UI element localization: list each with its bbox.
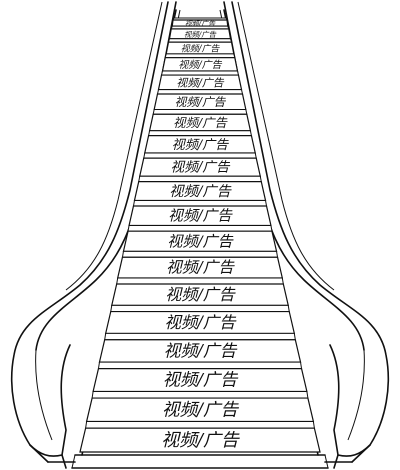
step-tread bbox=[116, 277, 284, 285]
step-tread bbox=[152, 109, 248, 115]
step-tread bbox=[121, 250, 279, 258]
step-group: 视频/广告视频/广告视频/广告视频/广告视频/广告视频/广告视频/广告视频/广告… bbox=[79, 17, 321, 453]
step-label: 视频/广告 bbox=[173, 115, 228, 130]
step-label: 视频/广告 bbox=[164, 340, 238, 360]
step-tread bbox=[138, 175, 262, 183]
bottom-comb-plate bbox=[71, 454, 329, 469]
step-label: 视频/广告 bbox=[166, 259, 235, 277]
step-tread bbox=[97, 361, 303, 370]
step-label: 视频/广告 bbox=[168, 208, 233, 225]
step-tread bbox=[104, 332, 296, 341]
step-tread bbox=[156, 89, 244, 95]
step-tread bbox=[132, 199, 268, 207]
step-label: 视频/广告 bbox=[163, 371, 239, 391]
step-riser bbox=[79, 427, 321, 453]
step-tread bbox=[143, 152, 257, 159]
step-tread bbox=[85, 420, 315, 429]
step-label: 视频/广告 bbox=[162, 400, 239, 420]
step-tread bbox=[147, 130, 253, 137]
step-tread bbox=[160, 70, 240, 76]
step-label: 视频/广告 bbox=[165, 285, 235, 304]
step-label: 视频/广告 bbox=[175, 95, 227, 109]
step-label: 视频/广告 bbox=[161, 430, 240, 451]
step-label: 视频/广告 bbox=[171, 160, 231, 176]
step-tread bbox=[91, 390, 309, 399]
step-label: 视频/广告 bbox=[172, 138, 229, 153]
step-label: 视频/广告 bbox=[167, 232, 233, 250]
step-label: 视频/广告 bbox=[185, 20, 216, 28]
step-label: 视频/广告 bbox=[181, 44, 221, 55]
step-tread bbox=[110, 304, 290, 313]
step-label: 视频/广告 bbox=[169, 184, 232, 200]
step-label: 视频/广告 bbox=[164, 313, 237, 332]
step-label: 视频/广告 bbox=[176, 76, 224, 89]
step-label: 视频/广告 bbox=[178, 59, 222, 71]
step-tread bbox=[127, 225, 273, 232]
step-label: 视频/广告 bbox=[184, 30, 217, 39]
